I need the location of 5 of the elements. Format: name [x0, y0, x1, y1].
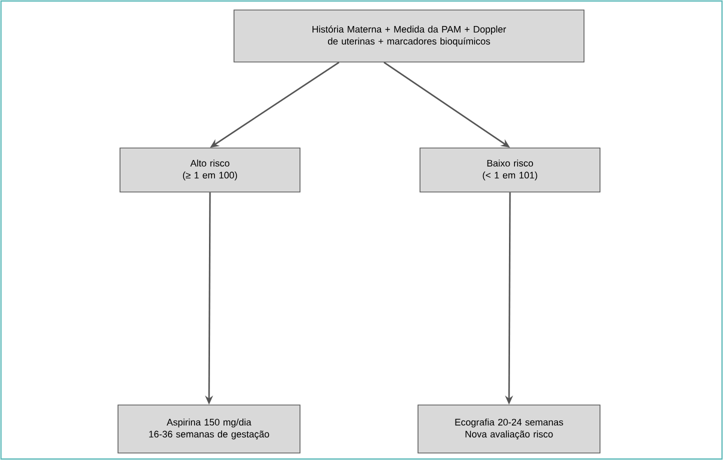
process-box: Ecografia 20-24 semanas Nova avaliação risco: [418, 404, 600, 454]
process-box: Alto risco (≥ 1 em 100): [120, 148, 300, 192]
process-box: Aspirina 150 mg/dia 16-36 semanas de gestação: [118, 404, 300, 454]
process-box: Baixo risco (< 1 em 101): [420, 148, 600, 192]
process-box: História Materna + Medida da PAM + Doppler de uterinas + marcadores bioquímicos: [234, 10, 584, 62]
